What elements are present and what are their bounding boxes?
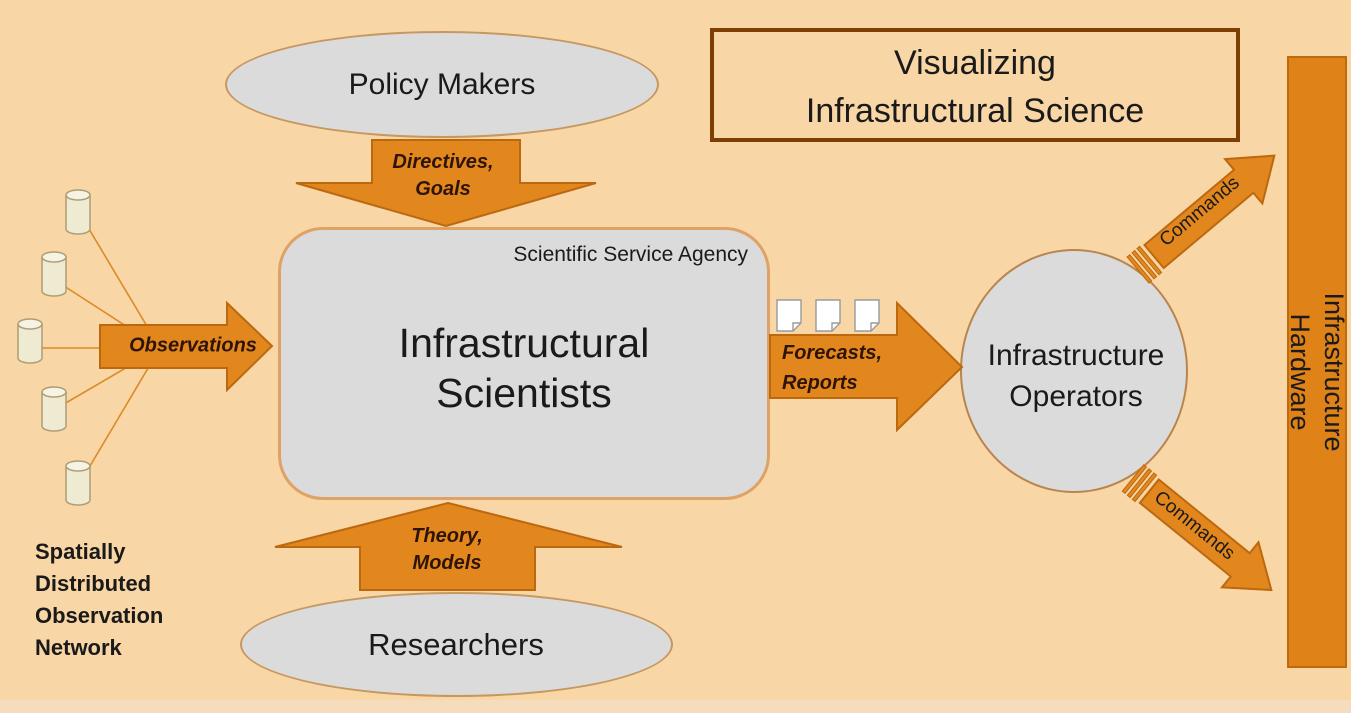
forecasts-flow-label: Forecasts, Reports <box>782 338 882 398</box>
sdon-line4: Network <box>35 635 122 660</box>
scientific-service-agency-box <box>278 227 770 500</box>
infrastructure-operators-circle <box>960 249 1188 493</box>
operators-label: Infrastructure Operators <box>988 335 1165 417</box>
document-page-icon <box>776 299 880 332</box>
commands-arrow-top <box>1126 154 1276 284</box>
directives-flow-label: Directives, Goals <box>392 149 493 203</box>
diagram-title: Visualizing Infrastructural Science <box>806 39 1144 135</box>
hardware-line2: Hardware <box>1285 313 1315 431</box>
title-line1: Visualizing <box>894 44 1056 82</box>
directives-line2: Goals <box>415 178 471 200</box>
theory-flow-label: Theory, Models <box>411 523 483 577</box>
sdon-line1: Spatially <box>35 539 126 564</box>
forecasts-arrow <box>769 300 964 433</box>
observations-arrow <box>99 300 274 393</box>
directives-line1: Directives, <box>392 151 494 173</box>
sdon-line3: Observation <box>35 603 164 628</box>
forecasts-line1: Forecasts, <box>782 342 883 364</box>
observations-flow-label: Observations <box>129 334 257 357</box>
agency-label: Scientific Service Agency <box>513 243 748 266</box>
sensor-cylinder-icon <box>17 189 91 506</box>
title-box <box>710 28 1240 142</box>
title-line2: Infrastructural Science <box>805 92 1145 130</box>
operators-line2: Operators <box>1009 380 1143 413</box>
policy-makers-ellipse <box>225 31 659 138</box>
observation-network-label: Spatially Distributed Observation Networ… <box>35 536 163 664</box>
commands-arrow-bottom <box>1121 464 1273 592</box>
forecasts-line2: Reports <box>782 372 858 394</box>
policy-makers-label: Policy Makers <box>348 68 536 101</box>
infrastructure-hardware-bar <box>1287 56 1347 668</box>
scientists-line2: Scientists <box>436 370 612 416</box>
operators-line1: Infrastructure <box>987 339 1165 372</box>
theory-line2: Models <box>412 552 482 574</box>
researchers-ellipse <box>240 592 673 697</box>
directives-arrow <box>295 139 597 228</box>
theory-arrow <box>274 501 623 591</box>
hardware-line1: Infrastructure <box>1319 292 1349 452</box>
researchers-label: Researchers <box>368 627 544 662</box>
hardware-label: Infrastructure Hardware <box>1283 292 1351 451</box>
slide-bottom-edge <box>0 700 1351 713</box>
theory-line1: Theory, <box>411 525 483 547</box>
scientists-line1: Infrastructural <box>398 320 650 366</box>
sdon-line2: Distributed <box>35 571 152 596</box>
scientists-label: Infrastructural Scientists <box>399 318 650 418</box>
